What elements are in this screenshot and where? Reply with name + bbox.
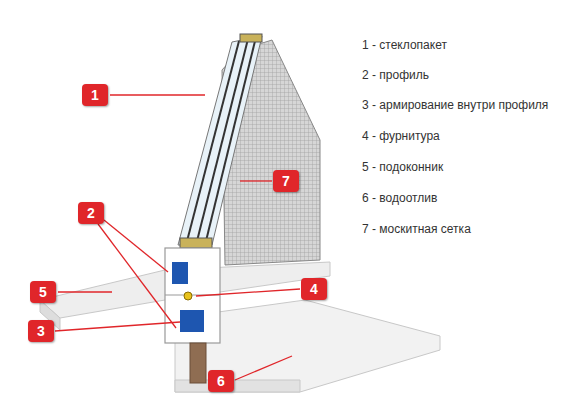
fitting — [184, 292, 192, 300]
reinforcement — [172, 262, 188, 284]
reinforcement — [180, 310, 204, 332]
part-name: 2 - профиль — [362, 68, 429, 82]
glass-unit — [178, 36, 262, 245]
part-name: 6 - водоотлив — [362, 191, 437, 205]
callout-number: 2 — [78, 202, 104, 224]
part-name: 5 - подоконник — [362, 160, 443, 174]
leader-lines — [55, 95, 300, 380]
callout-number: 5 — [30, 281, 56, 303]
callout-number: 4 — [301, 278, 327, 300]
part-name: 7 - москитная сетка — [362, 222, 471, 236]
part-name: 1 - стеклопакет — [362, 38, 447, 52]
callout-number: 6 — [208, 370, 234, 392]
part-name: 4 - фурнитура — [362, 129, 440, 143]
part-name: 3 - армирование внутри профиля — [362, 98, 548, 112]
callout-number: 7 — [273, 170, 299, 192]
callout-number: 1 — [82, 84, 108, 106]
frame-base — [190, 343, 206, 383]
callout-number: 3 — [28, 320, 54, 342]
